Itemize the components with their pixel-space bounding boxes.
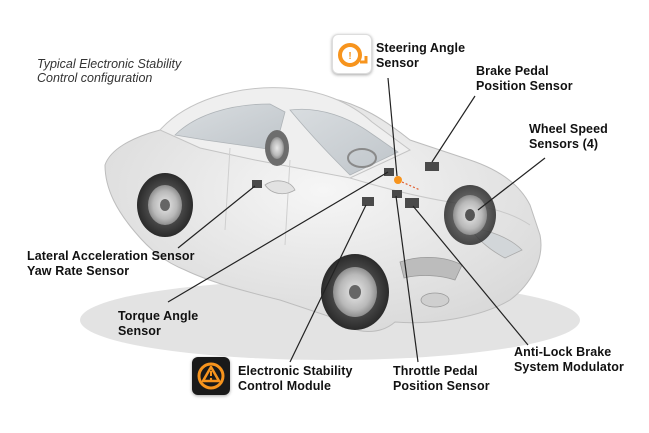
leader-esc [289,204,367,363]
leader-lateral [177,185,256,249]
label-lateral-acceleration-sensor: Lateral Acceleration Sensor Yaw Rate Sen… [27,249,195,279]
car-illustration [104,87,542,332]
leader-steering [387,77,398,177]
lateral-sensor-part [252,180,262,188]
label-lateral-line-2: Yaw Rate Sensor [27,264,130,278]
label-torque-line-2: Sensor [118,324,161,338]
label-anti-lock-brake-system-modulator: Anti-Lock Brake System Modulator [514,345,624,375]
leader-brake-pedal [431,95,476,163]
leader-wheel-speed [477,157,546,211]
label-brake-pedal-position-sensor: Brake Pedal Position Sensor [476,64,573,94]
label-throttle-line-1: Throttle Pedal [393,364,478,378]
rear-wheel [137,173,193,237]
label-wheel-line-1: Wheel Speed [529,122,608,136]
label-torque-angle-sensor: Torque Angle Sensor [118,309,198,339]
label-steering-line-2: Sensor [376,56,419,70]
label-steering-angle-sensor: Steering Angle Sensor [376,41,465,71]
label-wheel-speed-sensors: Wheel Speed Sensors (4) [529,122,608,152]
label-esc-line-2: Control Module [238,379,332,393]
side-mirror [264,180,296,195]
leader-lines [167,77,546,363]
grille [399,257,463,281]
diagram-caption: Typical Electronic Stability Control con… [37,57,181,85]
label-brake-line-2: Position Sensor [476,79,573,93]
brake-pedal-sensor-part [425,162,439,171]
front-wheel [321,254,389,330]
label-abs-line-1: Anti-Lock Brake [514,345,612,359]
label-esc-line-1: Electronic Stability [238,364,353,378]
svg-text:!: ! [348,51,351,62]
throttle-sensor-part [392,190,402,198]
caption-line-2: Control configuration [37,71,153,85]
windshield [289,108,399,176]
fog-light [420,292,450,308]
rear-far-wheel [265,130,289,166]
esc-module-part [362,197,374,206]
label-electronic-stability-control-module: Electronic Stability Control Module [238,364,353,394]
door-line [224,147,291,246]
label-throttle-pedal-position-sensor: Throttle Pedal Position Sensor [393,364,490,394]
label-throttle-line-2: Position Sensor [393,379,490,393]
leader-throttle [395,195,419,363]
esc-warning-icon [192,357,230,395]
label-wheel-line-2: Sensors (4) [529,137,599,151]
steering-wheel-icon [347,148,377,168]
caption-line-1: Typical Electronic Stability [37,57,182,71]
label-brake-line-1: Brake Pedal [476,64,549,78]
label-abs-line-2: System Modulator [514,360,624,374]
front-far-wheel [444,185,496,245]
label-lateral-line-1: Lateral Acceleration Sensor [27,249,195,263]
steering-wheel-warning-icon: ! [332,34,372,74]
steering-angle-sensor-part [394,176,402,184]
leader-abs [412,205,529,346]
yaw-sensor-part [384,168,394,176]
label-torque-line-1: Torque Angle [118,309,199,323]
sensor-link-dashes [401,181,421,191]
abs-modulator-part [405,198,419,208]
leader-torque [167,171,389,303]
side-window [174,103,286,151]
label-steering-line-1: Steering Angle [376,41,466,55]
